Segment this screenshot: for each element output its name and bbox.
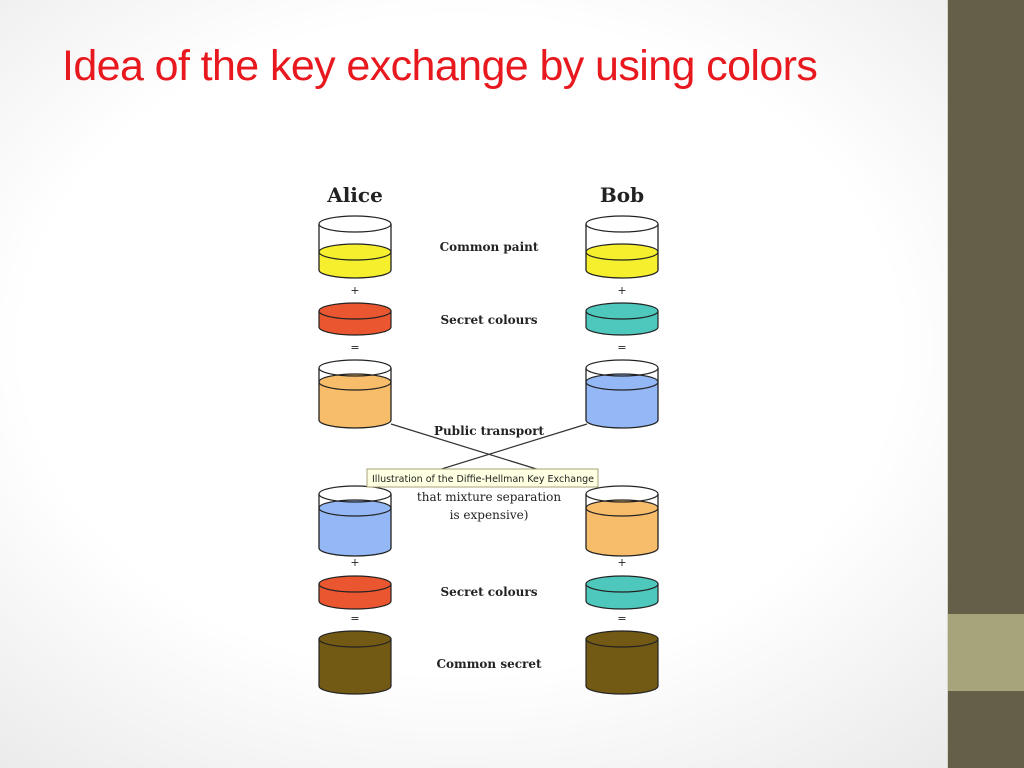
- bob-label: Bob: [600, 183, 644, 207]
- bob-common-secret-cylinder: [585, 630, 659, 695]
- diagram-tooltip: Illustration of the Diffie-Hellman Key E…: [366, 468, 599, 488]
- paint-containers: [318, 215, 659, 695]
- sidebar-divider: [947, 0, 948, 768]
- alice-common-secret-cylinder: [318, 630, 392, 695]
- label-common-secret: Common secret: [436, 657, 542, 671]
- alice-plus-1: +: [350, 284, 359, 297]
- tooltip-text: Illustration of the Diffie-Hellman Key E…: [372, 474, 594, 485]
- alice-secret-colour-disc-2: [318, 575, 392, 610]
- note-line-2: is expensive): [450, 508, 529, 522]
- note-line-1: that mixture separation: [417, 490, 561, 504]
- alice-received-mixture-beaker: [318, 485, 392, 557]
- alice-mixture-beaker: [318, 359, 392, 429]
- label-common-paint: Common paint: [440, 240, 539, 254]
- bob-mixture-beaker: [585, 359, 659, 429]
- bob-plus-1: +: [617, 284, 626, 297]
- alice-secret-colour-disc: [318, 302, 392, 336]
- bob-equals-1: =: [617, 341, 626, 354]
- sidebar-accent-block: [948, 614, 1024, 691]
- bob-equals-2: =: [617, 612, 626, 625]
- bob-received-mixture-beaker: [585, 485, 659, 557]
- alice-equals-1: =: [350, 341, 359, 354]
- label-public-transport: Public transport: [434, 424, 545, 438]
- tooltip-box: [366, 468, 599, 488]
- bob-secret-colour-disc: [585, 302, 659, 336]
- slide-title: Idea of the key exchange by using colors: [62, 42, 818, 90]
- bob-common-paint-beaker: [585, 215, 659, 279]
- alice-label: Alice: [326, 183, 383, 207]
- label-secret-colours-2: Secret colours: [441, 585, 538, 599]
- alice-common-paint-beaker: [318, 215, 392, 279]
- alice-equals-2: =: [350, 612, 359, 625]
- bob-plus-2: +: [617, 556, 626, 569]
- alice-plus-2: +: [350, 556, 359, 569]
- diffie-hellman-color-diagram: Alice Bob Common paint Secret colours Pu…: [318, 183, 659, 695]
- bob-secret-colour-disc-2: [585, 575, 659, 610]
- label-secret-colours: Secret colours: [441, 313, 538, 327]
